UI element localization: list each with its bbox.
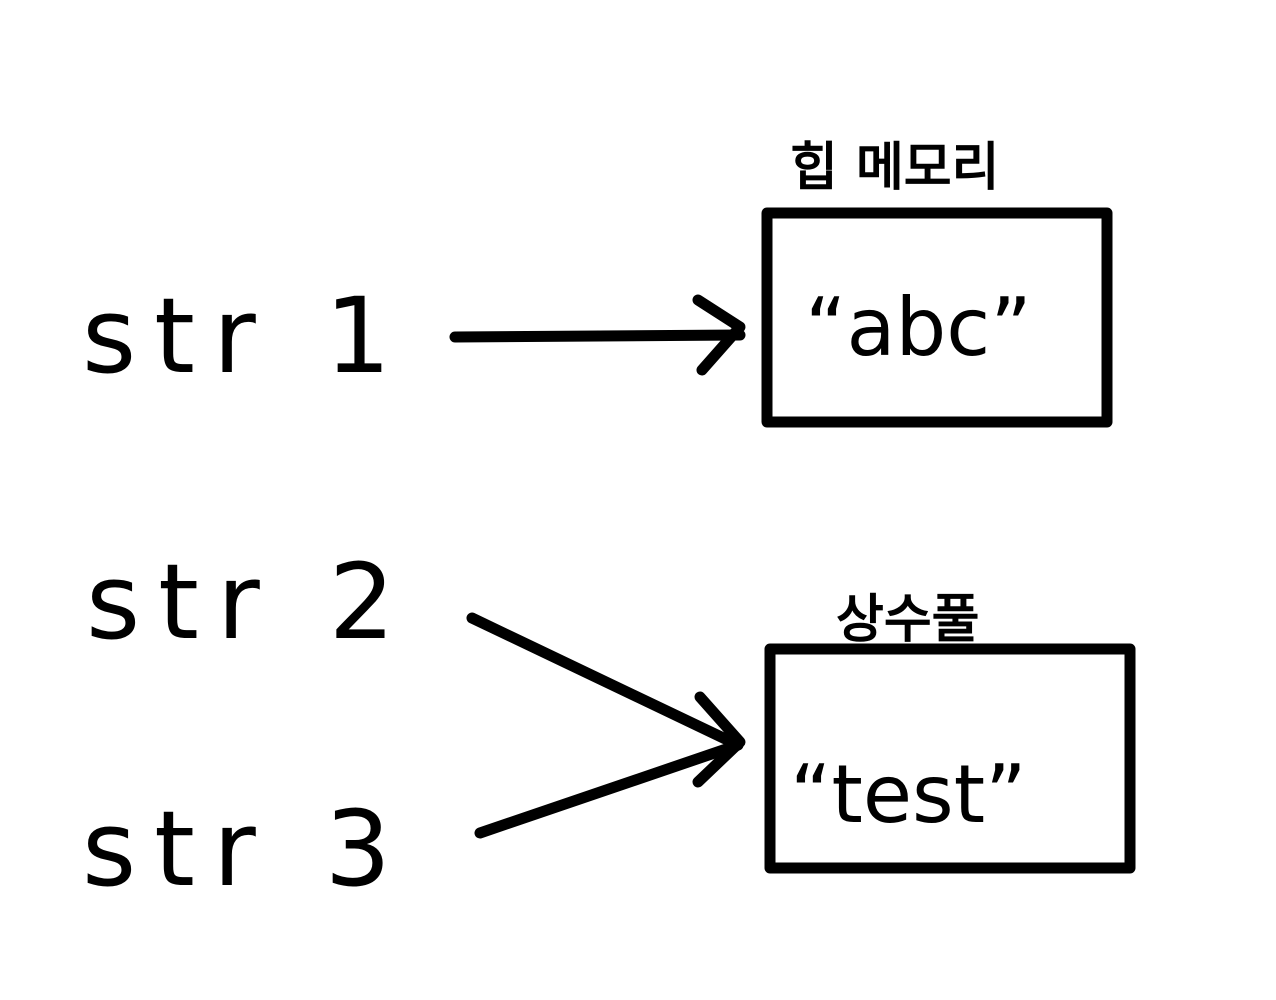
arrow-str2-to-pool	[466, 612, 744, 751]
heap-memory-box	[761, 207, 1113, 428]
heap-memory-title: 힙 메모리	[790, 138, 999, 198]
constant-pool-box	[764, 643, 1136, 874]
variable-label-str1: str 1	[82, 275, 409, 397]
arrow-str3-to-pool	[474, 691, 746, 839]
arrow-head	[692, 691, 746, 788]
arrow-shaft	[449, 329, 746, 343]
arrow-str1-to-heap	[449, 294, 746, 376]
heap-value-abc: “abc”	[805, 281, 1032, 374]
variable-label-str2: str 2	[86, 541, 413, 663]
variable-label-str3: str 3	[82, 788, 409, 910]
pool-value-test: “test”	[790, 748, 1027, 841]
arrow-head	[692, 294, 746, 376]
arrow-shaft	[474, 739, 744, 839]
arrow-shaft	[466, 612, 744, 751]
constant-pool-title: 상수풀	[836, 590, 980, 650]
